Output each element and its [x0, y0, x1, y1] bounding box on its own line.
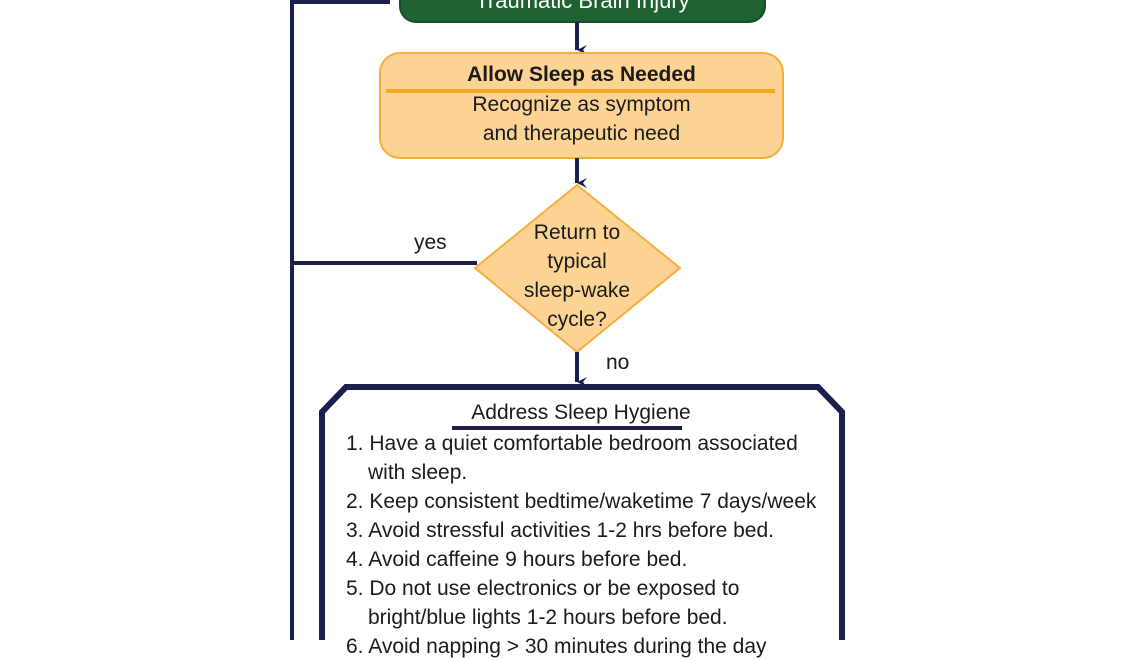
hygiene-item: 4. Avoid caffeine 9 hours before bed. [346, 545, 816, 574]
hygiene-item-text: 2. Keep consistent bedtime/waketime 7 da… [346, 490, 817, 513]
allow-sleep-box [379, 52, 784, 159]
hygiene-item-text: 3. Avoid stressful activities 1-2 hrs be… [346, 519, 774, 542]
hygiene-box [319, 384, 845, 640]
allow-sleep-line: Recognize as symptom [472, 93, 691, 116]
allow-sleep-title: Allow Sleep as Needed [467, 63, 696, 86]
hygiene-item: 3. Avoid stressful activities 1-2 hrs be… [346, 516, 816, 545]
hygiene-item: 6. Avoid napping > 30 minutes during the… [346, 632, 816, 661]
hygiene-item: 1. Have a quiet comfortable bedroom asso… [346, 429, 816, 487]
decision-question: Return to typical sleep-wake cycle? [477, 218, 677, 334]
decision-line: cycle? [547, 308, 607, 331]
allow-sleep-line: and therapeutic need [482, 122, 681, 145]
hygiene-list: 1. Have a quiet comfortable bedroom asso… [346, 429, 816, 661]
decision-line: Return to [533, 221, 621, 244]
hygiene-title: Address Sleep Hygiene [471, 401, 691, 424]
no-label: no [606, 351, 630, 374]
hygiene-item: 5. Do not use electronics or be exposed … [346, 574, 816, 632]
hygiene-item-text: 1. Have a quiet comfortable bedroom asso… [346, 432, 798, 484]
hygiene-item: 2. Keep consistent bedtime/waketime 7 da… [346, 487, 816, 516]
yes-label: yes [414, 231, 447, 254]
allow-sleep-body: Recognize as symptom and therapeutic nee… [380, 90, 783, 148]
hygiene-item-text: 5. Do not use electronics or be exposed … [346, 577, 740, 629]
hygiene-item-text: 4. Avoid caffeine 9 hours before bed. [346, 548, 688, 571]
hygiene-item-text: 6. Avoid napping > 30 minutes during the… [346, 635, 767, 658]
tbi-box [399, 0, 766, 23]
tbi-label: Traumatic Brain Injury [475, 0, 690, 13]
flowchart-shapes [290, 0, 845, 640]
decision-line: sleep-wake [523, 279, 631, 302]
decision-line: typical [547, 250, 607, 273]
